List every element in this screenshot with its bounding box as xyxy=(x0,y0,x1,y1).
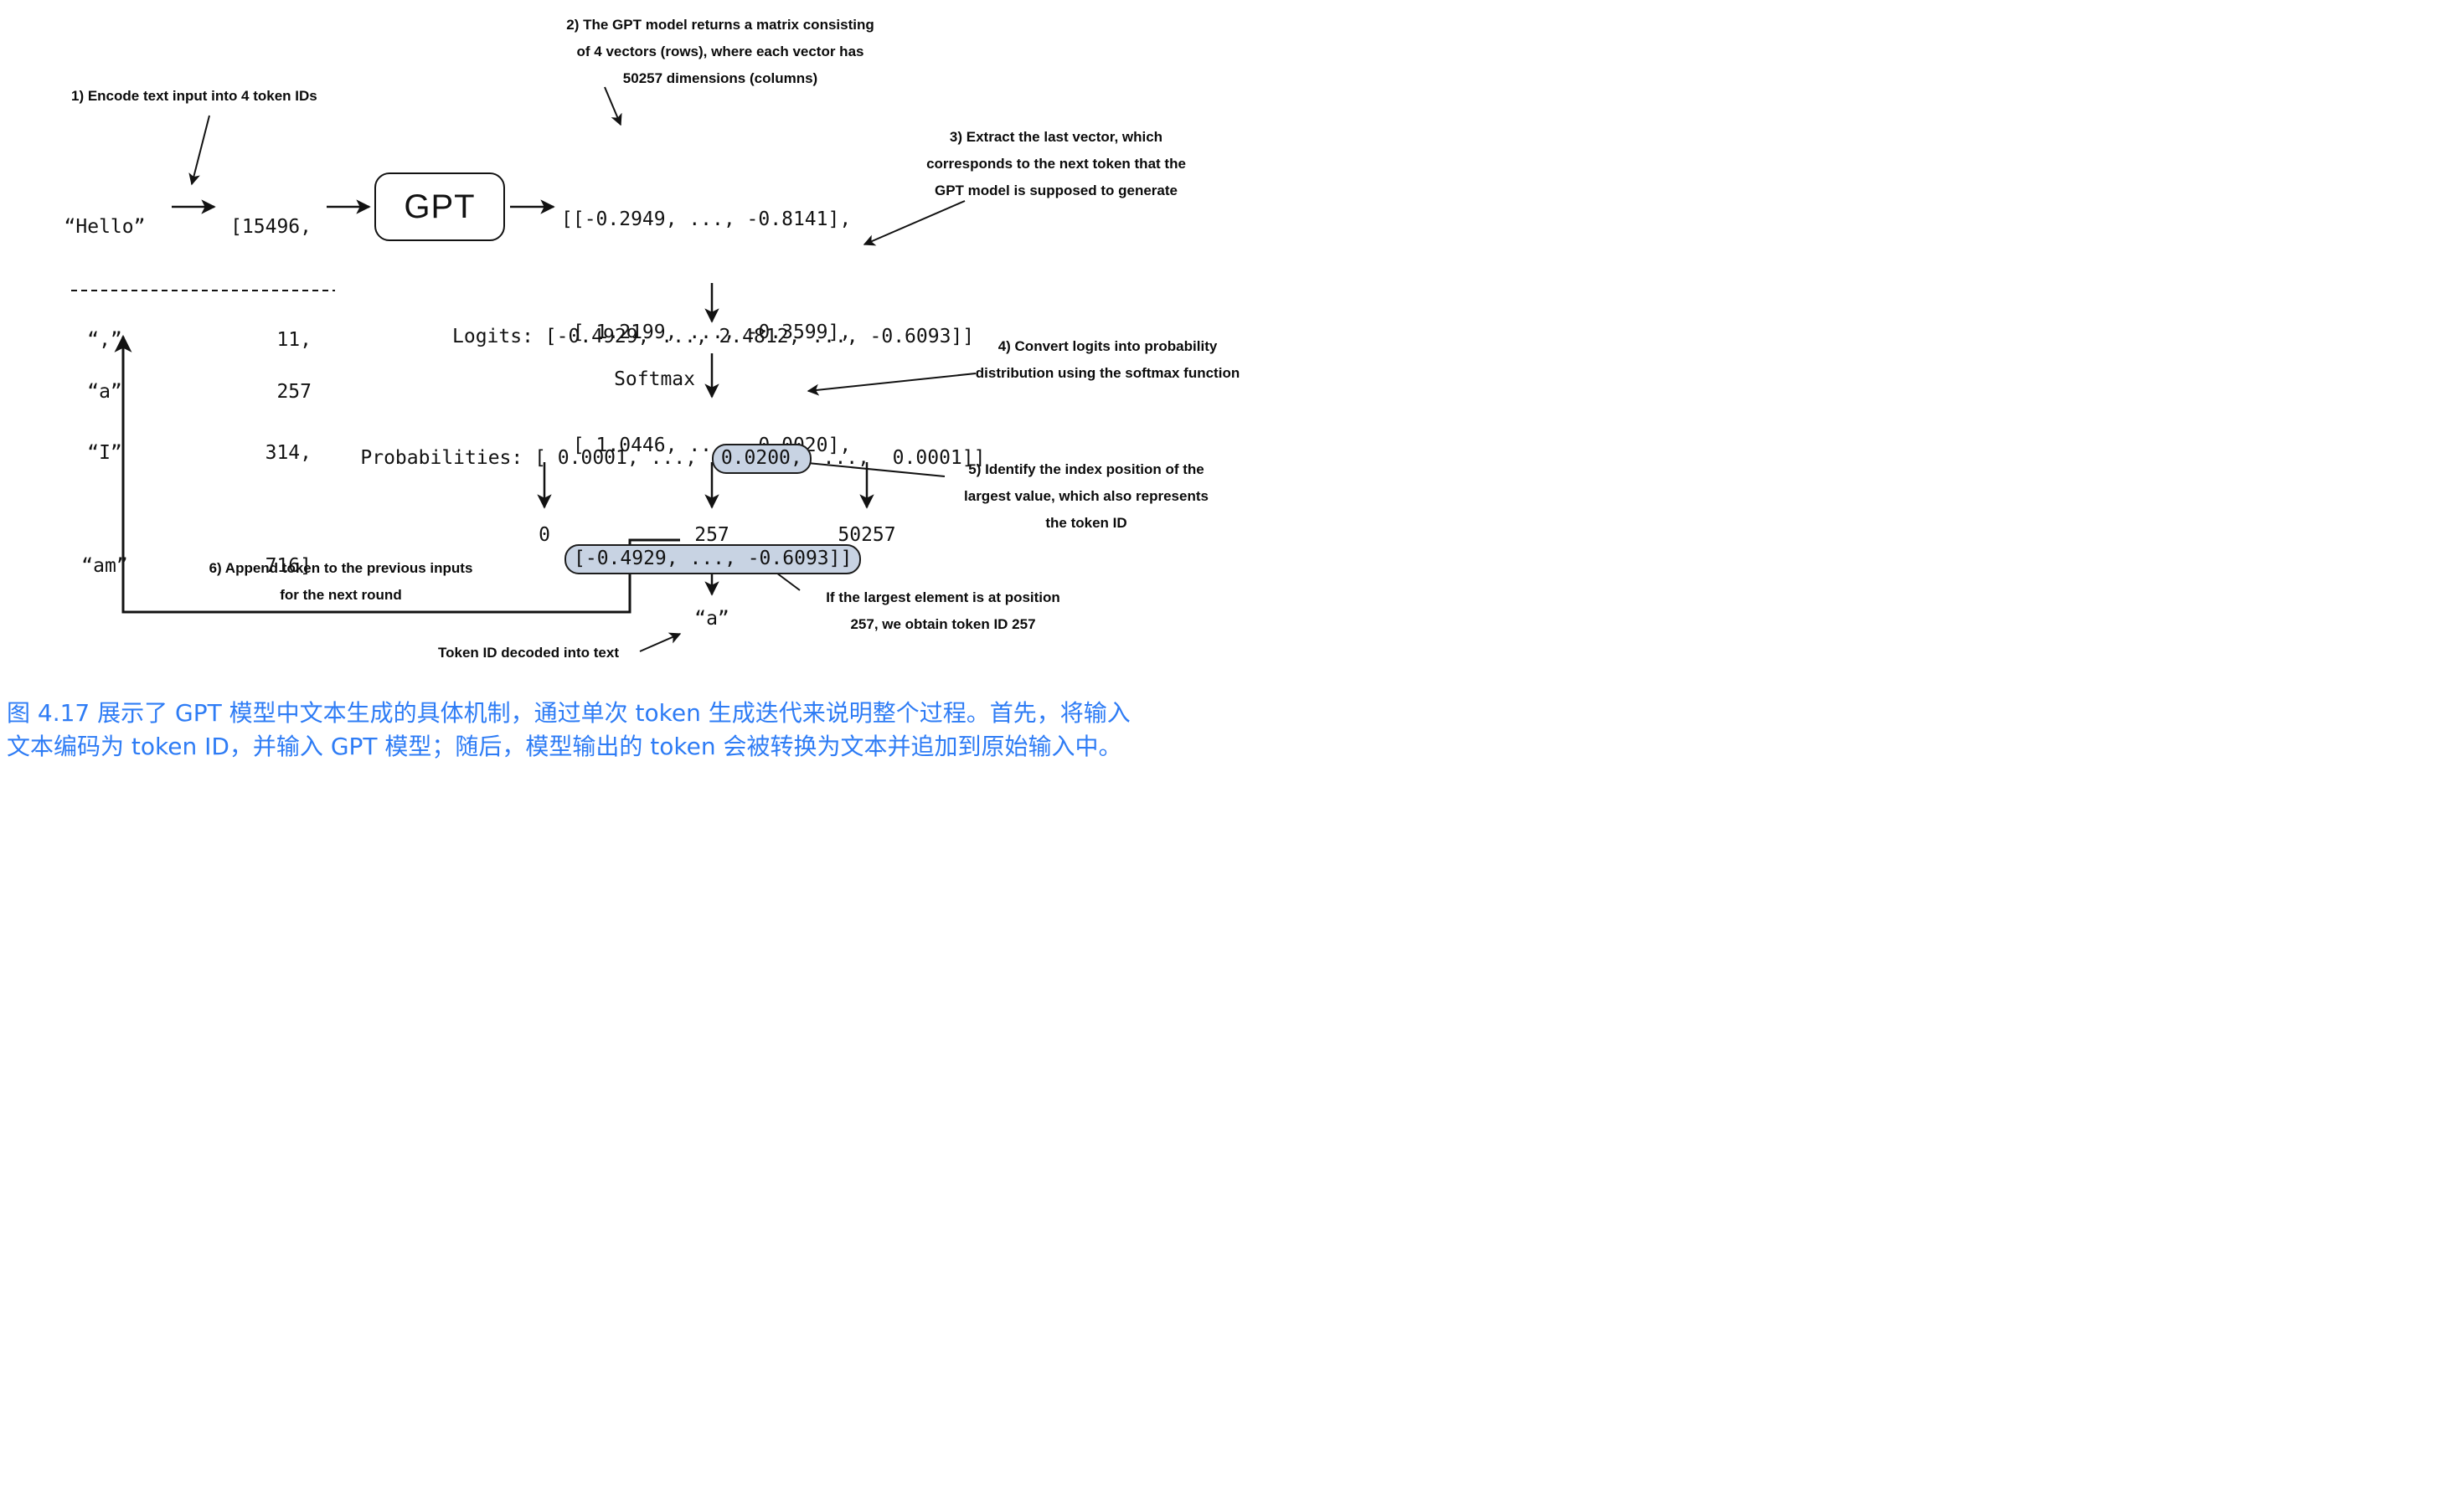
last-vector-highlight: [-0.4929, ..., -0.6093]] xyxy=(564,544,862,574)
index-min-value: 0 xyxy=(539,524,550,546)
gpt-model-label: GPT xyxy=(404,188,476,225)
annotation-step6: 6) Append token to the previous inputs f… xyxy=(191,555,491,609)
token-id: 314, xyxy=(265,442,312,464)
token-text: “I” xyxy=(87,442,122,464)
token-text: “,” xyxy=(87,329,122,351)
annotation-step4: 4) Convert logits into probability distr… xyxy=(959,333,1256,387)
annotation-step6-line: for the next round xyxy=(280,587,402,603)
annotation-step6-line: 6) Append token to the previous inputs xyxy=(209,560,473,576)
gpt-model-box: GPT xyxy=(374,172,505,241)
matrix-row: [[-0.2949, ..., -0.8141], xyxy=(561,208,852,230)
annotation-decoded-note: Token ID decoded into text xyxy=(438,640,619,666)
decoded-token-text: “a” xyxy=(694,608,729,630)
annotation-step3-line: corresponds to the next token that the xyxy=(926,156,1186,172)
token-text: “a” xyxy=(87,381,122,403)
annotation-step1-line: 1) Encode text input into 4 token IDs xyxy=(71,88,317,104)
token-text: “Hello” xyxy=(64,216,146,238)
step3-annotation-arrow xyxy=(863,200,966,246)
annotation-step3-line: 3) Extract the last vector, which xyxy=(949,129,1163,145)
softmax-label: Softmax xyxy=(614,368,695,390)
annotation-argmax-note: If the largest element is at position 25… xyxy=(797,584,1089,638)
token-id: 257 xyxy=(276,381,312,403)
matrix-row-last: [-0.4929, ..., -0.6093]] xyxy=(561,540,862,578)
step1-annotation-arrow xyxy=(188,115,210,186)
index-max-value: 50257 xyxy=(838,524,896,546)
figure-canvas: 1) Encode text input into 4 token IDs 2)… xyxy=(0,0,1256,764)
feedback-loop-line xyxy=(114,334,680,614)
index-argmax-value: 257 xyxy=(694,524,729,546)
matrix-row: [ 1.2199, ..., -0.3599], xyxy=(561,322,852,343)
annotation-step1: 1) Encode text input into 4 token IDs xyxy=(71,83,317,110)
input-tokens-column: “Hello” “,” “I” “am” xyxy=(50,133,159,661)
decoded-note-arrow xyxy=(639,632,682,652)
annotation-step3-line: GPT model is supposed to generate xyxy=(935,183,1178,198)
next-token-id: 257 xyxy=(201,298,312,486)
annotation-step2-line: of 4 vectors (rows), where each vector h… xyxy=(576,44,864,59)
annotation-step2-line: 2) The GPT model returns a matrix consis… xyxy=(566,17,874,33)
figure-caption-line2: 文本编码为 token ID，并输入 GPT 模型；随后，模型输出的 token… xyxy=(7,733,1122,760)
figure-caption-line1: 图 4.17 展示了 GPT 模型中文本生成的具体机制，通过单次 token 生… xyxy=(7,699,1131,727)
token-id: [15496, xyxy=(230,216,312,238)
annotation-step2-line: 50257 dimensions (columns) xyxy=(622,70,818,86)
annotation-argmax-line: 257, we obtain token ID 257 xyxy=(850,616,1036,632)
step4-annotation-arrow xyxy=(807,373,977,396)
figure-caption: 图 4.17 展示了 GPT 模型中文本生成的具体机制，通过单次 token 生… xyxy=(7,697,1131,764)
annotation-step5: 5) Identify the index position of the la… xyxy=(928,456,1245,537)
token-id: 11, xyxy=(276,329,312,351)
token-ids-column: [15496, 11, 314, 716] xyxy=(201,133,312,661)
step2-annotation-arrow xyxy=(604,86,622,126)
prob-suffix: ..., 0.0001]] xyxy=(811,447,986,469)
annotation-step2: 2) The GPT model returns a matrix consis… xyxy=(540,12,900,92)
logits-line: Logits: [-0.4929, ..., 2.4812, ..., -0.6… xyxy=(452,326,975,347)
annotation-step3: 3) Extract the last vector, which corres… xyxy=(889,124,1223,204)
token-id: 716] xyxy=(265,555,312,577)
next-token-text: “a” xyxy=(50,298,159,486)
annotation-step4-line: distribution using the softmax function xyxy=(975,365,1240,381)
annotation-step5-line: the token ID xyxy=(1045,515,1127,531)
annotation-step4-line: 4) Convert logits into probability xyxy=(997,338,1218,354)
annotation-argmax-line: If the largest element is at position xyxy=(826,589,1060,605)
max-probability-highlight: 0.0200, xyxy=(711,444,812,474)
prob-prefix: Probabilities: [ 0.0001, ..., xyxy=(360,447,709,469)
annotation-decoded-line: Token ID decoded into text xyxy=(438,645,619,661)
token-text: “am” xyxy=(81,555,128,577)
probabilities-line: Probabilities: [ 0.0001, ..., 0.0200, ..… xyxy=(314,422,985,496)
annotation-step5-line: 5) Identify the index position of the xyxy=(968,461,1204,477)
annotation-step5-line: largest value, which also represents xyxy=(964,488,1209,504)
